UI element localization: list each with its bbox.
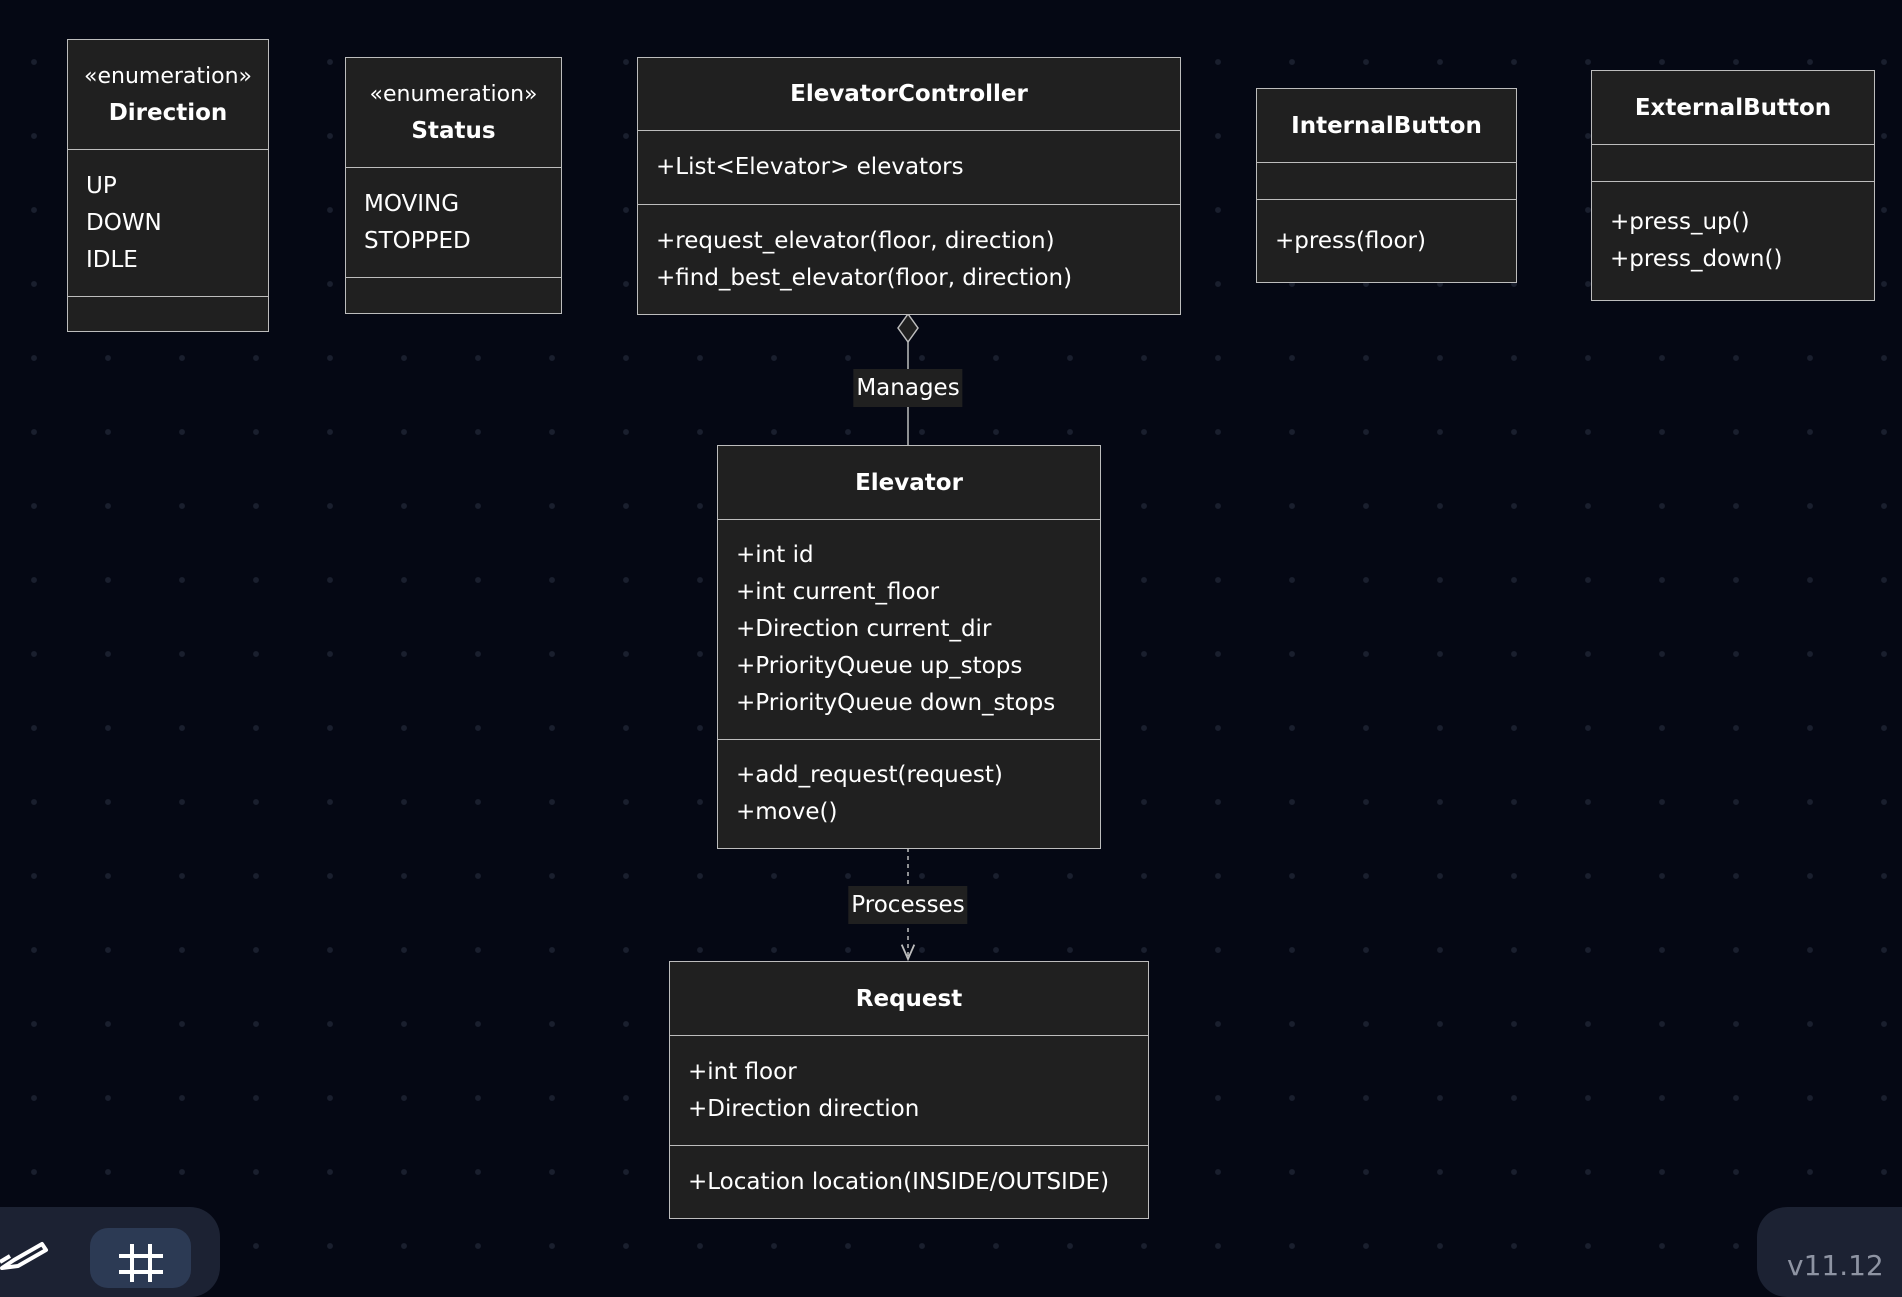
class-method: +add_request(request) xyxy=(736,762,1003,788)
class-method: +press_up() xyxy=(1610,209,1750,235)
class-name: ElevatorController xyxy=(790,81,1028,107)
class-attributes: MOVING STOPPED xyxy=(346,168,561,278)
enum-value: STOPPED xyxy=(364,227,471,254)
class-method: +press_down() xyxy=(1610,246,1783,272)
class-attributes xyxy=(1592,145,1874,182)
enum-value: UP xyxy=(86,172,117,199)
class-direction[interactable]: «enumeration» Direction UP DOWN IDLE xyxy=(67,39,269,332)
class-method: +request_elevator(floor, direction) xyxy=(656,227,1055,254)
class-attributes xyxy=(1257,163,1516,200)
class-method: +Location location(INSIDE/OUTSIDE) xyxy=(688,1168,1110,1195)
class-methods xyxy=(68,297,268,331)
class-header: Request xyxy=(670,962,1148,1036)
class-methods: +Location location(INSIDE/OUTSIDE) xyxy=(670,1146,1148,1218)
edge-label-manages: Manages xyxy=(853,369,963,407)
class-stereotype: «enumeration» xyxy=(369,81,538,107)
edge-label-processes: Processes xyxy=(848,886,968,924)
class-method: +move() xyxy=(736,799,838,825)
class-methods: +press_up() +press_down() xyxy=(1592,182,1874,300)
class-name: Elevator xyxy=(855,469,963,496)
pencil-icon[interactable] xyxy=(0,1240,50,1270)
enum-value: IDLE xyxy=(86,246,138,273)
class-methods: +press(floor) xyxy=(1257,200,1516,282)
class-attribute: +int current_floor xyxy=(736,579,940,605)
class-attribute: +int floor xyxy=(688,1058,797,1085)
class-methods: +request_elevator(floor, direction) +fin… xyxy=(638,205,1180,314)
class-name: Direction xyxy=(108,99,228,126)
class-attributes: UP DOWN IDLE xyxy=(68,150,268,297)
version-badge: v11.12 xyxy=(1757,1207,1902,1297)
diagram-canvas: «enumeration» Direction UP DOWN IDLE «en… xyxy=(67,39,1875,1219)
class-name: InternalButton xyxy=(1291,112,1482,139)
class-attribute: +PriorityQueue down_stops xyxy=(736,690,1056,716)
version-text: v11.12 xyxy=(1787,1249,1884,1282)
class-attribute: +PriorityQueue up_stops xyxy=(736,653,1023,679)
class-name: ExternalButton xyxy=(1634,94,1832,121)
class-external-button[interactable]: ExternalButton +press_up() +press_down() xyxy=(1591,70,1875,301)
class-stereotype: «enumeration» xyxy=(84,63,252,89)
class-header: ElevatorController xyxy=(638,58,1180,131)
enum-value: DOWN xyxy=(86,209,162,236)
class-elevator[interactable]: Elevator +int id +int current_floor +Dir… xyxy=(717,445,1101,849)
class-request[interactable]: Request +int floor +Direction direction … xyxy=(669,961,1149,1219)
enum-value: MOVING xyxy=(364,190,460,217)
aggregation-diamond xyxy=(897,312,919,344)
class-attribute: +List<Elevator> elevators xyxy=(656,154,964,180)
class-internal-button[interactable]: InternalButton +press(floor) xyxy=(1256,88,1517,283)
class-name: Request xyxy=(855,985,963,1012)
class-header: ExternalButton xyxy=(1592,71,1874,145)
class-methods xyxy=(346,278,561,313)
class-methods: +add_request(request) +move() xyxy=(718,740,1100,848)
class-header: «enumeration» Status xyxy=(346,58,561,168)
class-method: +press(floor) xyxy=(1275,227,1426,254)
class-attributes: +int floor +Direction direction xyxy=(670,1036,1148,1146)
grid-toggle-button[interactable] xyxy=(90,1228,191,1288)
class-attribute: +int id xyxy=(736,542,814,568)
class-attribute: +Direction direction xyxy=(688,1095,920,1122)
class-header: InternalButton xyxy=(1257,89,1516,163)
class-elevator-controller[interactable]: ElevatorController +List<Elevator> eleva… xyxy=(637,57,1181,315)
class-method: +find_best_elevator(floor, direction) xyxy=(656,264,1073,291)
class-attribute: +Direction current_dir xyxy=(736,616,992,642)
class-attributes: +int id +int current_floor +Direction cu… xyxy=(718,520,1100,740)
class-status[interactable]: «enumeration» Status MOVING STOPPED xyxy=(345,57,562,314)
class-header: Elevator xyxy=(718,446,1100,520)
class-attributes: +List<Elevator> elevators xyxy=(638,131,1180,205)
grid-icon xyxy=(119,1244,163,1282)
class-header: «enumeration» Direction xyxy=(68,40,268,150)
class-name: Status xyxy=(411,117,496,144)
